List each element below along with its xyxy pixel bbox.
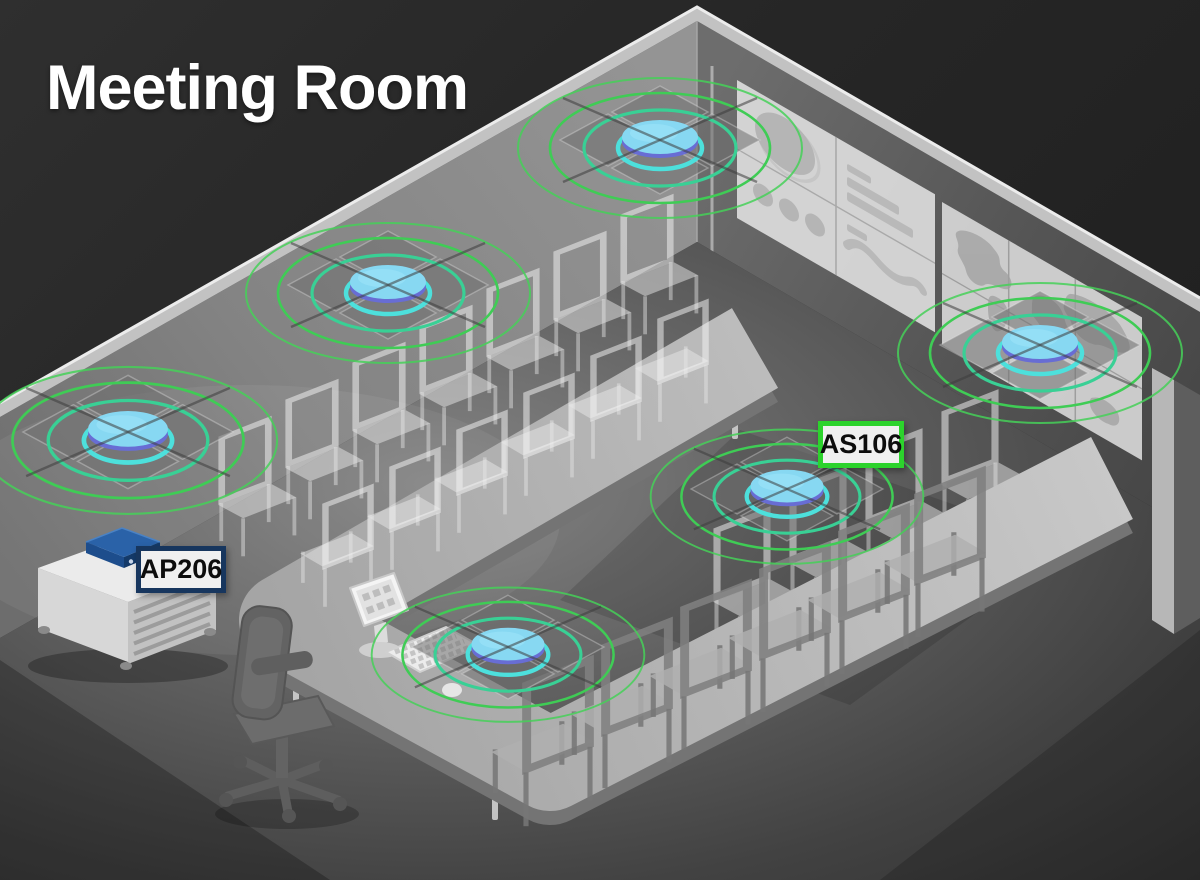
mouse	[442, 683, 462, 697]
office-chair	[215, 605, 359, 829]
as106-label: AS106	[818, 421, 904, 468]
rack-feet	[38, 626, 216, 670]
dashboard-screen	[737, 80, 935, 333]
panel-buttons	[361, 583, 398, 615]
floor-shadow-bottom-right	[880, 630, 1200, 880]
panel-stand	[374, 622, 388, 646]
chair-star-base	[223, 755, 343, 817]
rack-vents	[133, 580, 211, 656]
right-wall-end-pillar	[1152, 368, 1200, 634]
waveform-line	[843, 238, 927, 296]
chair-casters	[219, 755, 347, 823]
ap206-front-face	[86, 542, 124, 568]
rack-left-face	[38, 568, 128, 662]
participant-circles	[753, 183, 825, 237]
ap206-label: AP206	[136, 546, 226, 593]
table-top	[239, 308, 1133, 811]
ap206-top-edge	[85, 527, 161, 543]
chair-seat	[232, 694, 336, 746]
floor-shadow-bottom-left	[0, 660, 330, 880]
page-title: Meeting Room	[46, 53, 469, 123]
back-left-wall	[0, 21, 697, 638]
touch-panel	[349, 572, 409, 658]
text-bars	[847, 164, 913, 242]
chair-armrest	[251, 651, 313, 676]
wall-top-highlight	[0, 5, 1200, 405]
screen-divider	[737, 148, 935, 265]
